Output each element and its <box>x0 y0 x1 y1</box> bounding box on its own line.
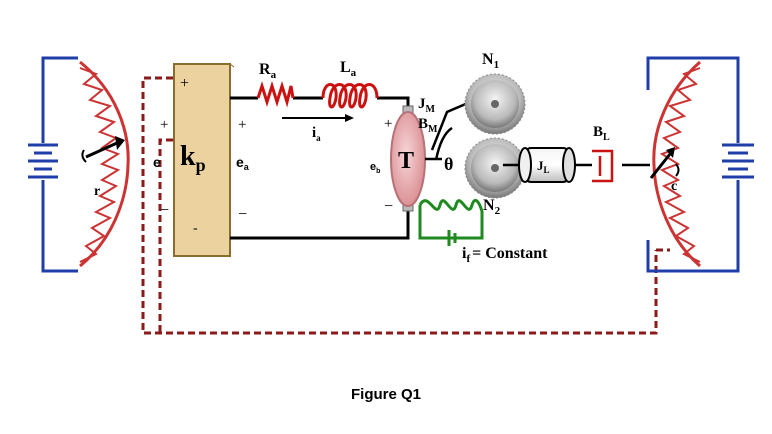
input-plus: + <box>160 117 168 133</box>
right-pot-zigzag <box>659 67 701 263</box>
input-voltage-label: e <box>153 154 161 170</box>
output-plus: + <box>238 117 246 133</box>
figure-caption: Figure Q1 <box>350 386 421 403</box>
field-current-label: if= Constant <box>462 245 548 265</box>
motor-plus: + <box>384 116 392 132</box>
armature-current-label: ia <box>312 125 321 143</box>
right-battery-icon <box>722 143 754 179</box>
left-pot-resistor-arc <box>79 60 130 268</box>
gear-n2-label: N2 <box>483 197 501 217</box>
load-inertia-drum <box>518 147 576 183</box>
right-potentiometer <box>649 60 701 268</box>
gear-n1-label: N1 <box>482 51 499 71</box>
armature-inductor <box>321 83 379 109</box>
amp-in-minus-small: - <box>193 221 198 236</box>
armature-inductance-label: La <box>340 59 357 79</box>
input-minus: − <box>160 202 169 219</box>
right-pot-wiper <box>649 153 672 179</box>
motor-angle-label: θ <box>444 154 453 174</box>
labels: + - + − + − kp e ea Ra La ia + − eb T JM… <box>94 51 677 265</box>
feedback-wires <box>141 76 670 335</box>
left-pot-wiper <box>85 141 118 159</box>
load-inertia-label: JL <box>537 158 550 175</box>
right-battery-circuit <box>646 56 740 273</box>
gear-n1 <box>464 73 526 135</box>
armature-resistance-label: Ra <box>259 61 277 81</box>
load-damper <box>592 149 614 183</box>
gear-n2 <box>464 137 526 199</box>
right-pot-resistor-arc <box>652 60 701 268</box>
torque-label: T <box>398 148 414 174</box>
output-minus: − <box>238 206 247 223</box>
armature-current-arrow <box>282 114 354 122</box>
field-coil <box>418 198 484 246</box>
motor-inertia-label: JM <box>418 96 436 115</box>
motor-friction-label: BM <box>418 116 438 135</box>
amp-in-plus: + <box>180 75 189 92</box>
armature-wires <box>230 96 410 240</box>
output-position-label: c <box>671 179 677 194</box>
left-battery-icon <box>28 143 58 179</box>
back-emf-label: eb <box>370 161 380 175</box>
right-pot-arrow-icon <box>666 147 675 158</box>
left-battery-circuit <box>41 56 78 273</box>
motor-minus: − <box>384 198 393 215</box>
left-potentiometer <box>79 60 130 268</box>
armature-resistor <box>256 80 295 108</box>
left-pot-arrow-icon <box>115 136 125 150</box>
amplifier-gain-label: kp <box>180 141 206 175</box>
reference-position-label: r <box>94 184 100 199</box>
amp-output-label: ea <box>236 154 250 172</box>
amplifier-block <box>173 63 231 257</box>
load-friction-label: BL <box>593 124 610 143</box>
left-pot-zigzag <box>79 67 121 263</box>
